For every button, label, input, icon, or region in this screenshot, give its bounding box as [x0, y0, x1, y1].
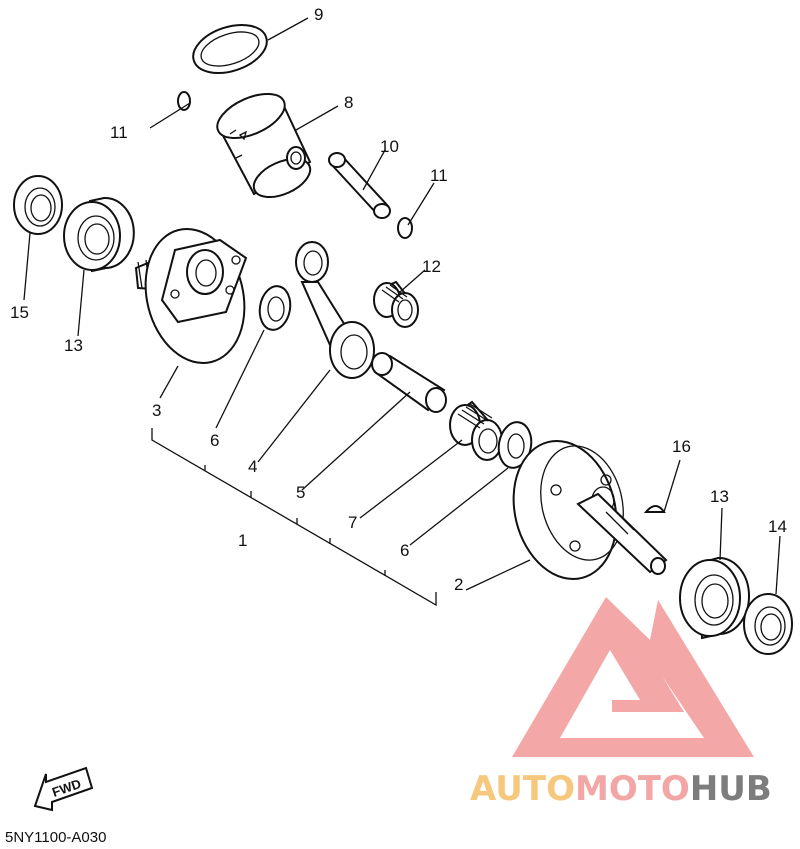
crankshaft-bearing-left: [63, 196, 135, 273]
woodruff-key: [643, 505, 666, 513]
callout-15: 15: [10, 303, 29, 322]
automotohub-logo: [512, 597, 754, 757]
callout-12: 12: [422, 257, 441, 276]
callout-6-right: 6: [400, 541, 409, 560]
callout-labels: 9 11 8 10 11 15 13 12 3 6 4 5 1 7 6 2 16…: [10, 5, 787, 594]
piston: [216, 92, 312, 199]
callout-3: 3: [152, 401, 161, 420]
diagram-code: 5NY1100-A030: [5, 829, 106, 846]
connecting-rod: [295, 241, 375, 379]
callout-11-left: 11: [110, 123, 128, 142]
callout-8: 8: [344, 93, 353, 112]
callout-13-right: 13: [710, 487, 729, 506]
crank-pin: [371, 352, 447, 413]
callout-7: 7: [348, 513, 357, 532]
callout-14: 14: [768, 517, 787, 536]
callout-6-left: 6: [210, 431, 219, 450]
assembly-group-line: [151, 428, 437, 607]
callout-9: 9: [314, 5, 323, 24]
piston-pin: [328, 152, 391, 219]
watermark-moto: MOTO: [575, 769, 690, 809]
watermark-auto: AUTO: [470, 769, 575, 809]
oil-seal-left: [13, 175, 63, 235]
crank-left-half: [134, 228, 248, 364]
oil-seal-right: [743, 593, 793, 655]
callout-leaders: [23, 17, 781, 595]
piston-ring: [192, 24, 268, 74]
thrust-washer-right: [497, 421, 533, 469]
forward-direction-arrow-icon: FWD: [33, 766, 94, 812]
small-end-bearing: [373, 280, 419, 328]
crank-right-half: [512, 440, 668, 580]
watermark-hub: HUB: [690, 769, 772, 809]
crankshaft-bearing-right: [679, 556, 750, 640]
callout-2: 2: [454, 575, 463, 594]
callout-5: 5: [296, 483, 305, 502]
callout-4: 4: [248, 457, 257, 476]
callout-10: 10: [380, 137, 399, 156]
big-end-bearing: [449, 400, 503, 461]
thrust-washer-left: [258, 285, 292, 331]
callout-11-right: 11: [430, 166, 448, 185]
watermark-brand-text: AUTOMOTOHUB: [470, 769, 772, 809]
callout-13-left: 13: [64, 336, 83, 355]
callout-1: 1: [238, 531, 247, 550]
callout-16: 16: [672, 437, 691, 456]
